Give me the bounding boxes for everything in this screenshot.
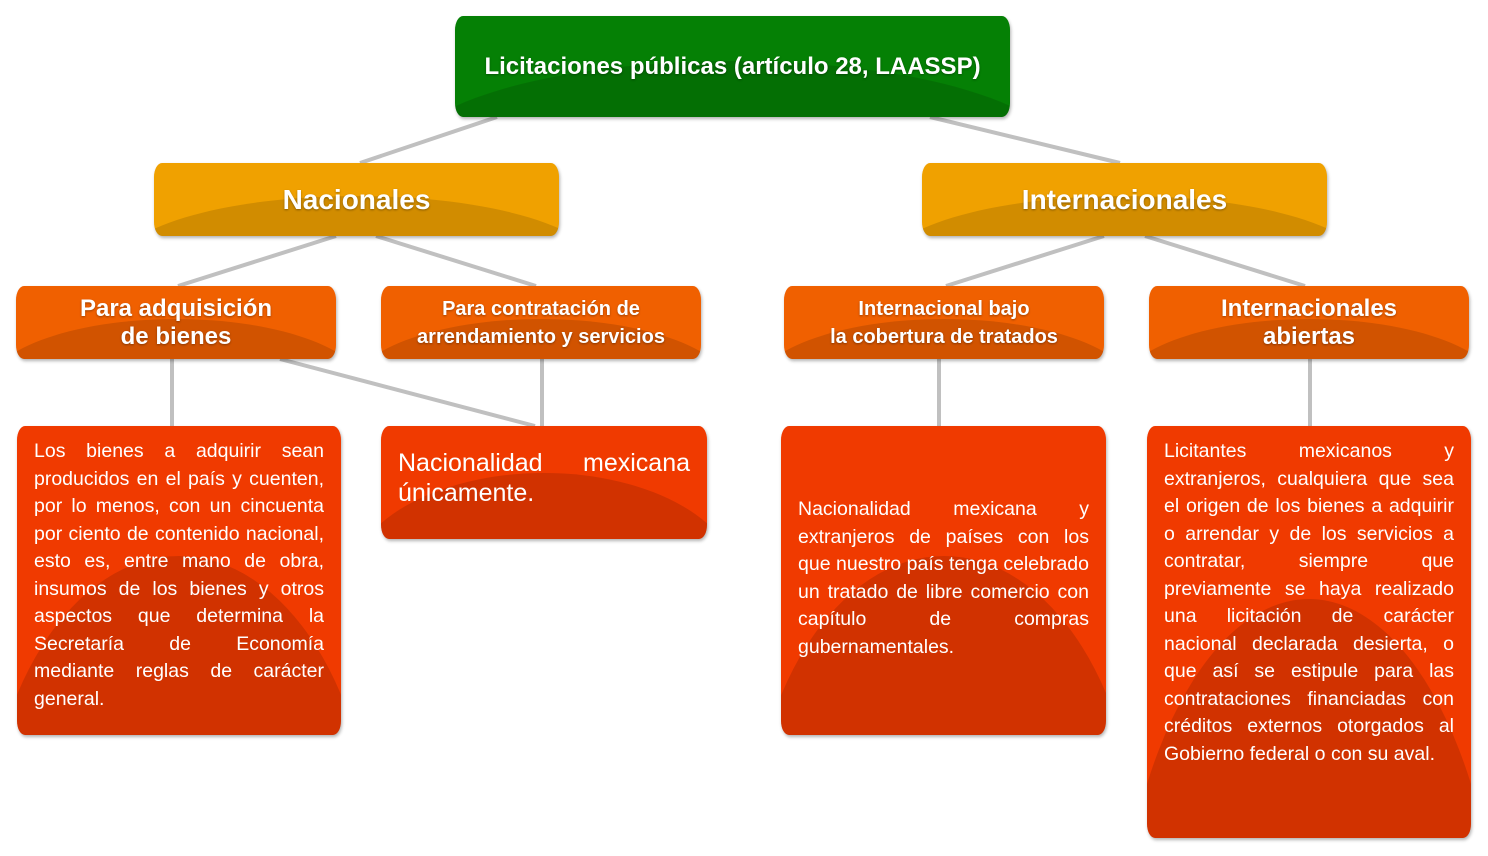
connector bbox=[177, 234, 337, 288]
category-label: Nacionales bbox=[282, 183, 431, 215]
connector bbox=[359, 115, 498, 165]
detail-adquisicion-bienes: Los bienes a adquirir sean producidos en… bbox=[17, 426, 341, 735]
detail-arrendamiento-servicios: Nacionalidad mexicana únicamente. bbox=[381, 426, 707, 539]
subtype-line: Internacionales bbox=[1220, 294, 1398, 322]
detail-internacionales-abiertas: Licitantes mexicanos y extranjeros, cual… bbox=[1147, 426, 1471, 838]
detail-cobertura-tratados: Nacionalidad mexicana y extranjeros de p… bbox=[781, 426, 1106, 735]
subtype-line: Para contratación de bbox=[442, 297, 640, 320]
connector bbox=[375, 234, 537, 288]
detail-text: Nacionalidad mexicana y extranjeros de p… bbox=[798, 498, 1089, 658]
category-nacionales: Nacionales bbox=[154, 163, 559, 236]
connector bbox=[945, 234, 1105, 288]
subtype-line: Para adquisición bbox=[79, 294, 273, 322]
subtype-line: de bienes bbox=[120, 322, 232, 350]
connector bbox=[929, 115, 1121, 165]
subtype-arrendamiento-servicios: Para contratación de arrendamiento y serv… bbox=[381, 286, 701, 359]
detail-text: Nacionalidad mexicana únicamente. bbox=[398, 449, 690, 507]
detail-text: Los bienes a adquirir sean producidos en… bbox=[34, 440, 324, 710]
subtype-cobertura-tratados: Internacional bajo la cobertura de tratad… bbox=[784, 286, 1104, 359]
connector bbox=[279, 357, 536, 428]
category-internacionales: Internacionales bbox=[922, 163, 1327, 236]
subtype-line: Internacional bajo bbox=[858, 297, 1030, 320]
subtype-line: la cobertura de tratados bbox=[830, 325, 1058, 348]
subtype-line: arrendamiento y servicios bbox=[417, 325, 665, 348]
root-node: Licitaciones públicas (artículo 28, LAAS… bbox=[455, 16, 1010, 117]
subtype-line: abiertas bbox=[1262, 322, 1356, 350]
category-label: Internacionales bbox=[1021, 183, 1228, 215]
connector bbox=[1144, 234, 1306, 288]
detail-text: Licitantes mexicanos y extranjeros, cual… bbox=[1164, 440, 1454, 765]
root-label: Licitaciones públicas (artículo 28, LAAS… bbox=[484, 52, 981, 80]
